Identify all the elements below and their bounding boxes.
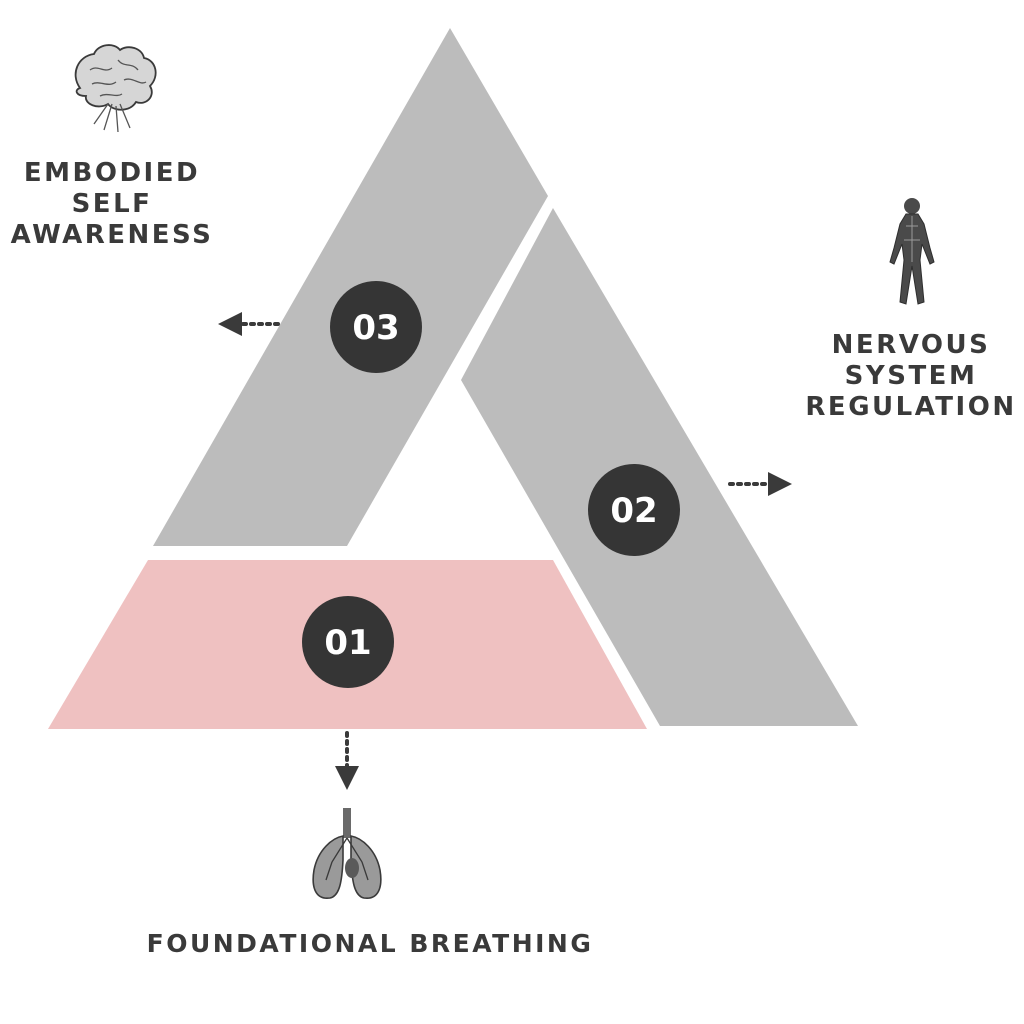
badge-03: 03 <box>330 281 422 373</box>
label-foundational-breathing: FOUNDATIONAL BREATHING <box>146 929 594 958</box>
brain-icon <box>74 44 157 133</box>
badge-03-number: 03 <box>352 308 399 348</box>
label-nervous-system-regulation: NERVOUS SYSTEM REGULATION <box>805 330 1017 422</box>
segment-03 <box>153 28 548 546</box>
badge-02-number: 02 <box>610 491 657 531</box>
badge-01: 01 <box>302 596 394 688</box>
badge-02: 02 <box>588 464 680 556</box>
label-embodied-self-awareness: EMBODIED SELF AWARENESS <box>10 158 214 250</box>
human-nervous-system-icon <box>889 198 935 305</box>
lungs-icon <box>312 808 382 899</box>
badge-01-number: 01 <box>324 623 371 663</box>
segment-02 <box>461 208 858 726</box>
